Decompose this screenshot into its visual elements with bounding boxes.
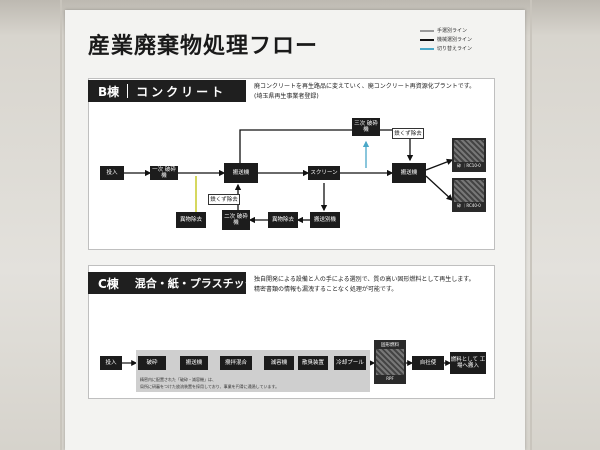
b-description-line2: (埼玉県再生事業者登録) bbox=[254, 93, 319, 100]
building-label: 混合・紙・プラスチック bbox=[134, 277, 256, 290]
b-tertiary-crusher-node: 三次 破砕機 bbox=[352, 118, 380, 136]
c-note-line1: 精密内に配置された「破砕・減容機」は、 bbox=[140, 377, 216, 382]
b-product-pile: 砕 ｜RC40-0 bbox=[452, 178, 486, 212]
c-node: 自社使 bbox=[412, 356, 444, 370]
fuel-caption: RPF bbox=[386, 376, 394, 381]
header-divider bbox=[127, 84, 129, 98]
b-screen-node: スクリーン bbox=[308, 166, 340, 180]
product-label: 砕 ｜RC10-0 bbox=[457, 163, 481, 168]
c-node: 破砕 bbox=[138, 356, 166, 370]
legend-swatch bbox=[420, 47, 434, 50]
b-input-node: 投入 bbox=[100, 166, 124, 180]
b-product-pile: 砕 ｜RC10-0 bbox=[452, 138, 486, 172]
building-code: C棟 bbox=[98, 276, 119, 291]
b-conveyor2-node: 搬送機 bbox=[392, 163, 426, 183]
c-description-line2: 精密書類の情報も漏洩することなく処理が可能です。 bbox=[254, 286, 398, 293]
page-title: 産業廃棄物処理フロー bbox=[88, 34, 319, 59]
c-equipment-band bbox=[136, 350, 370, 392]
legend-item-manual: 手選別ライン bbox=[420, 26, 490, 35]
b-hand-sort-node: 搬送別機 bbox=[310, 212, 340, 228]
c-node: 散臭装置 bbox=[298, 356, 328, 370]
legend-swatch bbox=[420, 29, 434, 32]
c-node: 攪拌混合 bbox=[220, 356, 252, 370]
fuel-texture bbox=[376, 349, 404, 375]
b-description-line1: 廃コンクリートを再生路品に変えていく、廃コンクリート再資源化プラントです。 bbox=[254, 83, 476, 90]
fuel-label: 固形燃料 bbox=[381, 343, 399, 348]
legend-label: 手選別ライン bbox=[437, 28, 468, 34]
c-node: 減容機 bbox=[264, 356, 294, 370]
wall-seam bbox=[60, 0, 62, 450]
aggregate-texture bbox=[454, 140, 484, 162]
building-code: B棟 bbox=[98, 84, 120, 99]
b-primary-crusher-node: 一次 破砕機 bbox=[150, 166, 178, 180]
b-iron-removal-node: 鉄くず除去 bbox=[392, 128, 424, 139]
c-building-header: C棟 混合・紙・プラスチック bbox=[88, 272, 256, 294]
legend-item-machine: 機械選別ライン bbox=[420, 35, 490, 44]
legend: 手選別ライン 機械選別ライン 切り替えライン bbox=[420, 26, 490, 56]
c-description-line1: 独自開発による設備と人の手による選別で、質の高い固形燃料として再生します。 bbox=[254, 276, 475, 283]
b-foreign-removal2-node: 異物除去 bbox=[268, 212, 298, 228]
b-secondary-crusher-node: 二次 破砕機 bbox=[222, 210, 250, 230]
legend-item-switch: 切り替えライン bbox=[420, 44, 490, 53]
b-iron-removal2-node: 鉄くず除去 bbox=[208, 194, 240, 205]
b-foreign-removal-node: 異物除去 bbox=[176, 212, 206, 228]
b-building-header: B棟 コンクリート bbox=[88, 80, 246, 102]
wall-seam bbox=[530, 0, 532, 450]
manual-line bbox=[195, 176, 200, 215]
c-fuel-pile: 固形燃料 RPF bbox=[374, 340, 406, 384]
building-label: コンクリート bbox=[136, 84, 227, 99]
c-node: 搬送機 bbox=[180, 356, 208, 370]
flow-arrow bbox=[425, 175, 453, 201]
flow-arrow bbox=[239, 129, 414, 163]
c-node: 燃料として 工場へ搬入 bbox=[450, 352, 486, 374]
legend-swatch bbox=[420, 38, 434, 41]
c-note-line2: 局所に研審をつけた放流装置を採用しており、事業を円滑に通過しています。 bbox=[140, 384, 280, 389]
product-label: 砕 ｜RC40-0 bbox=[457, 203, 481, 208]
legend-label: 機械選別ライン bbox=[437, 37, 473, 43]
aggregate-texture bbox=[454, 180, 484, 202]
c-node: 冷却プール bbox=[334, 356, 366, 370]
c-node: 投入 bbox=[100, 356, 122, 370]
flow-arrow bbox=[425, 158, 454, 171]
b-conveyor-node: 搬送機 bbox=[224, 163, 258, 183]
legend-label: 切り替えライン bbox=[437, 46, 473, 52]
